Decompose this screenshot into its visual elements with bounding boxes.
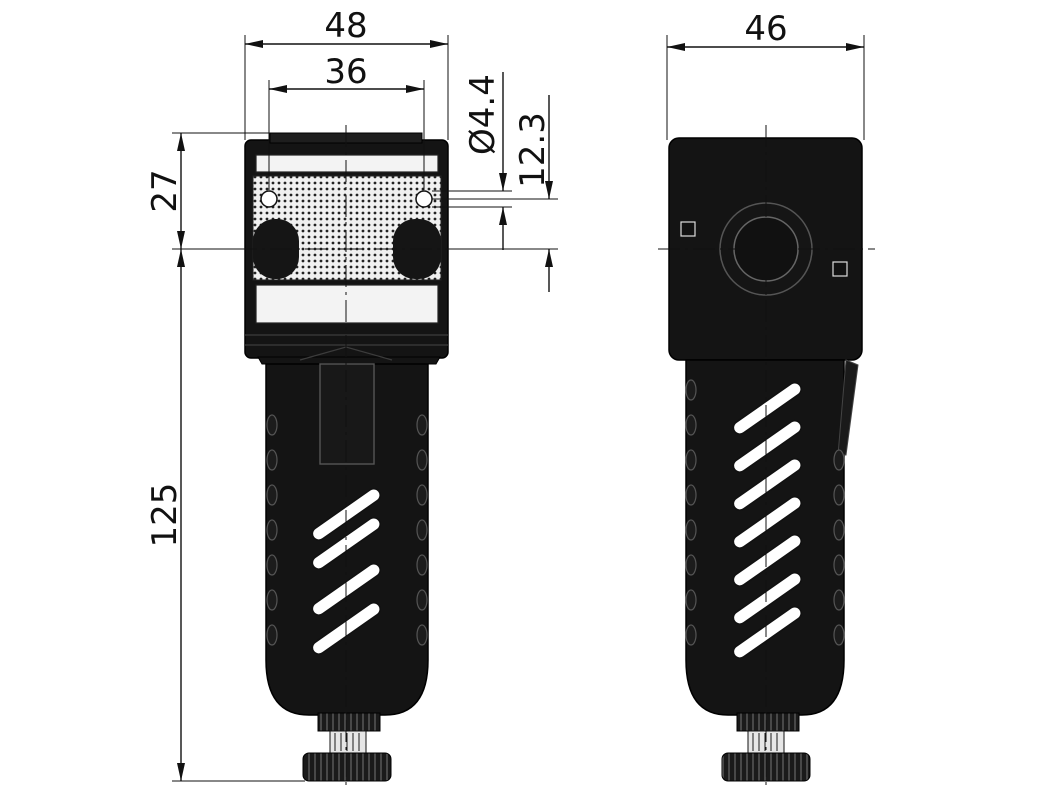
dimension-36: 36 [268,52,425,190]
side-marker-right [832,261,848,277]
side-bowl-slots [732,381,803,659]
front-drain-ring [317,712,381,732]
dimension-hole-dia: Ø4.4 [432,72,512,250]
front-collar [257,356,441,365]
front-sight-glass [319,363,375,465]
dim-label-46: 46 [744,9,787,49]
front-top-strip [255,154,439,173]
dimension-12-3: 12.3 [432,95,558,292]
side-grip-dimples-right [833,449,845,646]
mount-hole-right [415,190,433,208]
side-marker-left [680,221,696,237]
dim-label-27: 27 [145,169,185,212]
side-view [658,125,875,790]
dimension-48: 48 [244,6,449,140]
side-grip-dimples-left [685,379,697,646]
dim-label-36: 36 [324,52,367,92]
dim-label-125: 125 [145,483,185,548]
side-bowl [685,359,845,716]
dim-label-48: 48 [324,6,367,46]
front-lower-strip [255,284,439,324]
dimension-46: 46 [666,9,865,140]
side-drain-ring [736,712,800,732]
front-grip-dimples-right [416,414,428,646]
mount-hole-left [260,190,278,208]
dim-label-12-3: 12.3 [513,112,553,188]
front-drain-knob [302,752,392,782]
dimension-125: 125 [145,249,305,782]
dimension-27: 27 [145,132,270,250]
front-view [235,125,458,790]
side-lever [837,359,859,456]
dim-label-hole-dia: Ø4.4 [463,74,503,155]
front-grip-dimples-left [266,414,278,646]
